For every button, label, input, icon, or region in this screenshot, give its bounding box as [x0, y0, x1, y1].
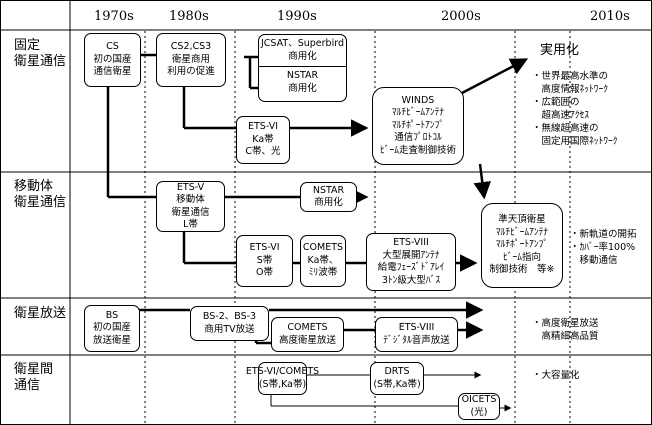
box-bs2-bs3: BS-2、BS-3 商用TV放送	[190, 306, 269, 341]
box-comets-broadcast: COMETS 高度衛星放送	[271, 317, 344, 352]
notes-intersatellite: ・大容量化	[532, 370, 580, 381]
box-divider	[259, 66, 346, 67]
box-ets-vi-s: ETS-VI S帯 O帯	[236, 235, 293, 287]
era-1990s: 1990s	[277, 9, 317, 24]
box-ets-viii-antenna: ETS-VIII 大型展開ｱﾝﾃﾅ 給電ﾌｪｰｽﾞﾄﾞｱﾚｲ 3ﾄﾝ級大型ﾊﾞｽ	[366, 233, 456, 291]
notes-mobile: ・新軌道の開拓 ・ｶﾊﾞｰ率100% 移動通信	[570, 229, 637, 266]
era-2010s: 2010s	[590, 9, 630, 24]
box-ets-vi-comets: ETS-VI/COMETS (S帯,Ka帯)	[246, 362, 319, 395]
category-broadcast: 衛星放送	[14, 306, 67, 321]
box-comets-ka: COMETS Ka帯、 ﾐﾘ波帯	[300, 235, 346, 287]
box-jcsat-nstar: JCSAT、Superbird 商用化 NSTAR 商用化	[258, 34, 347, 102]
practical-use-label: 実用化	[540, 43, 580, 58]
box-ets-viii-digital: ETS-VIII ﾃﾞｼﾞﾀﾙ音声放送	[375, 317, 458, 352]
category-fixed: 固定 衛星通信	[14, 38, 67, 69]
box-oicets: OICETS (光)	[458, 393, 500, 420]
box-bs: BS 初の国産 放送衛星	[84, 305, 140, 352]
box-ets-vi-ka: ETS-VI Ka帯 C帯、光	[236, 116, 290, 164]
box-cs2-cs3: CS2,CS3 衛星商用 利用の促進	[156, 33, 226, 87]
era-1970s: 1970s	[94, 9, 134, 24]
box-drts: DRTS (S帯,Ka帯)	[370, 362, 424, 395]
notes-fixed: ・世界最高水準の 高度情報ﾈｯﾄﾜｰｸ ・広範囲の 超高速ｱｸｾｽ ・無線超高速…	[532, 71, 618, 147]
era-1980s: 1980s	[169, 9, 209, 24]
notes-broadcast: ・高度衛星放送 高精細高品質	[532, 318, 599, 342]
category-mobile: 移動体 衛星通信	[14, 179, 67, 210]
category-intersatellite: 衛星間 通信	[14, 362, 54, 393]
box-cs: CS 初の国産 通信衛星	[84, 33, 141, 87]
box-quasi-zenith: 準天頂衛星 ﾏﾙﾁﾋﾞｰﾑｱﾝﾃﾅ ﾏﾙﾁﾎﾟｰﾄｱﾝﾌﾟ ﾋﾞｰﾑ指向 制御技…	[481, 203, 563, 288]
box-ets-v: ETS-V 移動体 衛星通信 L帯	[156, 181, 225, 232]
box-winds: WINDS ﾏﾙﾁﾋﾞｰﾑｱﾝﾃﾅ ﾏﾙﾁﾎﾟｰﾄｱﾝﾌﾟ 通信ﾌﾟﾛﾄｺﾙ ﾋ…	[372, 87, 464, 165]
era-2000s: 2000s	[441, 9, 481, 24]
box-nstar-mobile: NSTAR 商用化	[300, 182, 357, 212]
